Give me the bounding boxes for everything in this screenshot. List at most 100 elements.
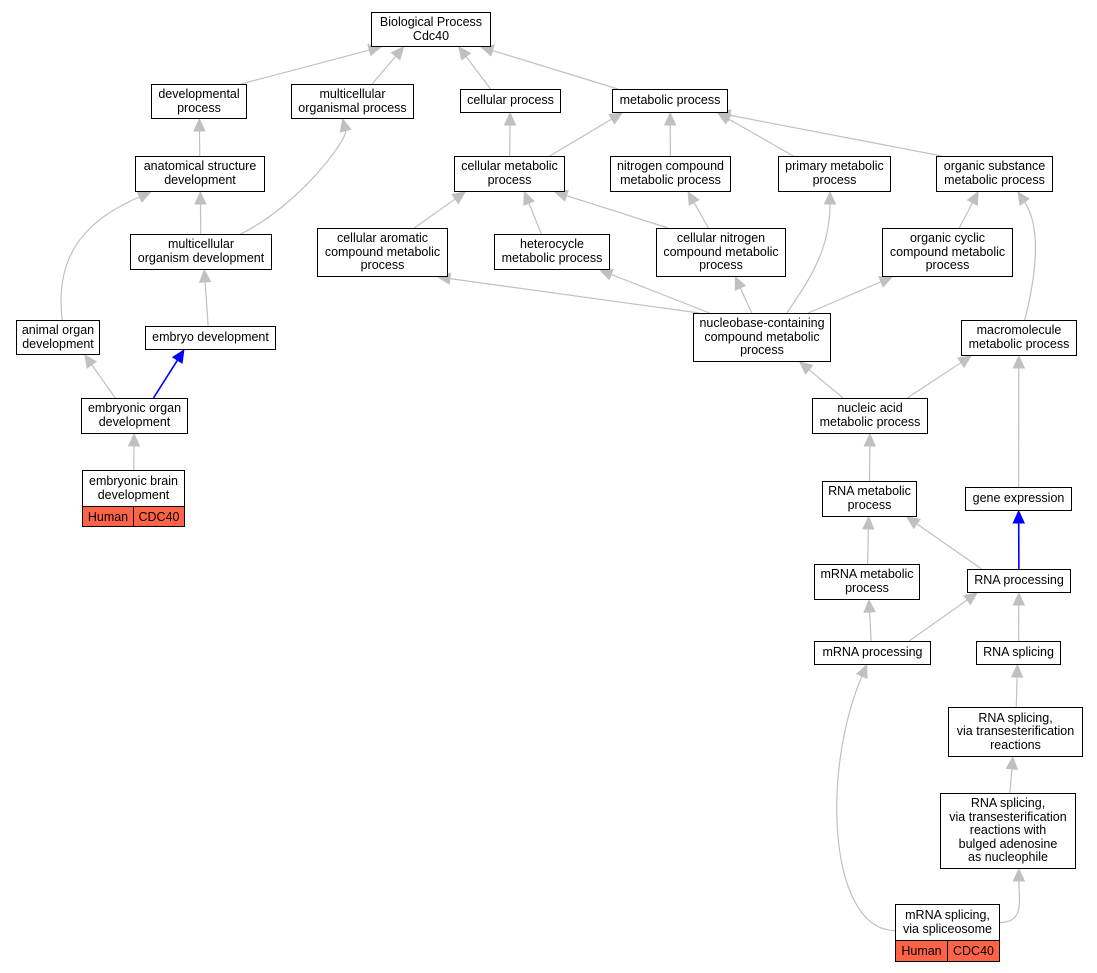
arrowhead: [136, 191, 152, 203]
edge-rna_splic_trans-to-rna_splic: [1015, 676, 1018, 708]
node-mrna-processing[interactable]: mRNA processing: [814, 641, 931, 665]
edge-mrna_proc-to-mrna_met: [868, 611, 872, 642]
node-label-line: organism development: [137, 251, 265, 265]
node-label-line: RNA processing: [974, 573, 1064, 588]
node-label-line: animal organ: [21, 322, 95, 337]
arrowhead: [1017, 191, 1031, 206]
arrowhead: [663, 111, 677, 126]
node-rna-splicing[interactable]: RNA splicing: [976, 641, 1061, 665]
edge-prim_met-to-met_proc: [728, 118, 794, 157]
arrowhead: [193, 117, 206, 132]
arrowhead: [863, 432, 877, 447]
edge-cell_proc-to-bp: [465, 56, 492, 90]
arrowhead: [1012, 591, 1026, 606]
node-label-line: metabolic process: [968, 337, 1070, 351]
node-rna-processing[interactable]: RNA processing: [967, 569, 1071, 593]
node-label-line: process: [925, 258, 970, 273]
node-label-line: RNA splicing: [983, 645, 1054, 660]
node-label-line: embryonic brain: [89, 473, 178, 488]
node-label-line: via spliceosome: [903, 921, 992, 936]
edge-mc_org_proc-to-bp: [371, 55, 397, 85]
edge-cell_nitro-to-cell_met: [566, 195, 669, 229]
node-label-line: process: [360, 258, 405, 273]
edge-rna_splic_bulged-to-rna_splic_trans: [1009, 768, 1013, 794]
node-label-line: organic substance: [943, 159, 1046, 174]
arrowhead: [339, 117, 352, 133]
node-mrna-splicing-via-spliceosome[interactable]: mRNA splicing,via spliceosome: [895, 904, 1000, 941]
arrowhead: [194, 190, 207, 205]
edge-org_cyc-to-org_sub: [958, 202, 974, 229]
node-gene-expression[interactable]: gene expression: [965, 487, 1072, 511]
arrowhead: [798, 361, 814, 375]
arrowhead: [127, 432, 141, 447]
node-label-line: primary metabolic: [785, 159, 884, 174]
node-label-line: metabolic process: [819, 415, 921, 429]
node-label-line: cellular metabolic: [461, 159, 558, 174]
arrowhead: [390, 46, 405, 61]
node-label-line: RNA splicing,: [978, 710, 1053, 725]
node-metabolic-process[interactable]: metabolic process: [612, 89, 728, 113]
node-label-line: Biological Process: [379, 14, 483, 29]
arrowhead: [734, 275, 747, 291]
arrowhead: [1005, 755, 1019, 770]
node-label-line: multicellular: [319, 86, 386, 101]
edge-animal_organ-to-anat_dev: [60, 196, 140, 321]
arrowhead: [1010, 663, 1024, 678]
arrowhead: [84, 354, 98, 369]
node-label-line: cellular nitrogen: [676, 231, 766, 246]
node-label-line: bulged adenosine: [958, 836, 1058, 851]
node-label-line: mRNA splicing,: [905, 907, 990, 922]
arrowhead: [966, 190, 979, 206]
node-label-line: via transesterification: [949, 809, 1067, 824]
edge-mrna_splic-to-rna_splic_bulged: [999, 880, 1021, 924]
node-label-line: mRNA processing: [822, 645, 923, 660]
node-label-line: as nucleophile: [968, 850, 1048, 865]
node-label-line: heterocycle: [520, 237, 584, 252]
annotation-mrna-splicing: Human CDC40: [895, 940, 1000, 962]
edge-hetero-to-cell_met: [528, 202, 542, 235]
node-label-line: process: [845, 581, 889, 595]
edge-mrna_met-to-rna_met: [867, 528, 869, 565]
edge-macromol-to-org_sub: [1024, 201, 1036, 321]
arrowhead: [862, 515, 875, 530]
node-label-line: process: [699, 258, 743, 273]
edge-org_sub-to-met_proc: [729, 114, 943, 157]
node-label-line: mRNA metabolic: [820, 567, 914, 582]
node-label-line: RNA splicing,: [970, 796, 1046, 811]
node-label-line: process: [740, 343, 784, 358]
edge-nucleic-to-nucleobase: [808, 369, 844, 399]
node-label-line: embryonic organ: [87, 401, 182, 416]
node-label-line: metabolic process: [944, 173, 1045, 187]
edge-embr_organ-to-animal_organ: [91, 364, 116, 399]
node-label-line: reactions with: [969, 823, 1047, 838]
node-label-line: development: [98, 415, 171, 429]
node-cellular-process[interactable]: cellular process: [460, 89, 561, 113]
node-label-line: nucleobase-containing: [699, 316, 825, 331]
node-embryo-development[interactable]: embryo development: [145, 326, 276, 350]
node-label-line: development: [97, 487, 170, 502]
